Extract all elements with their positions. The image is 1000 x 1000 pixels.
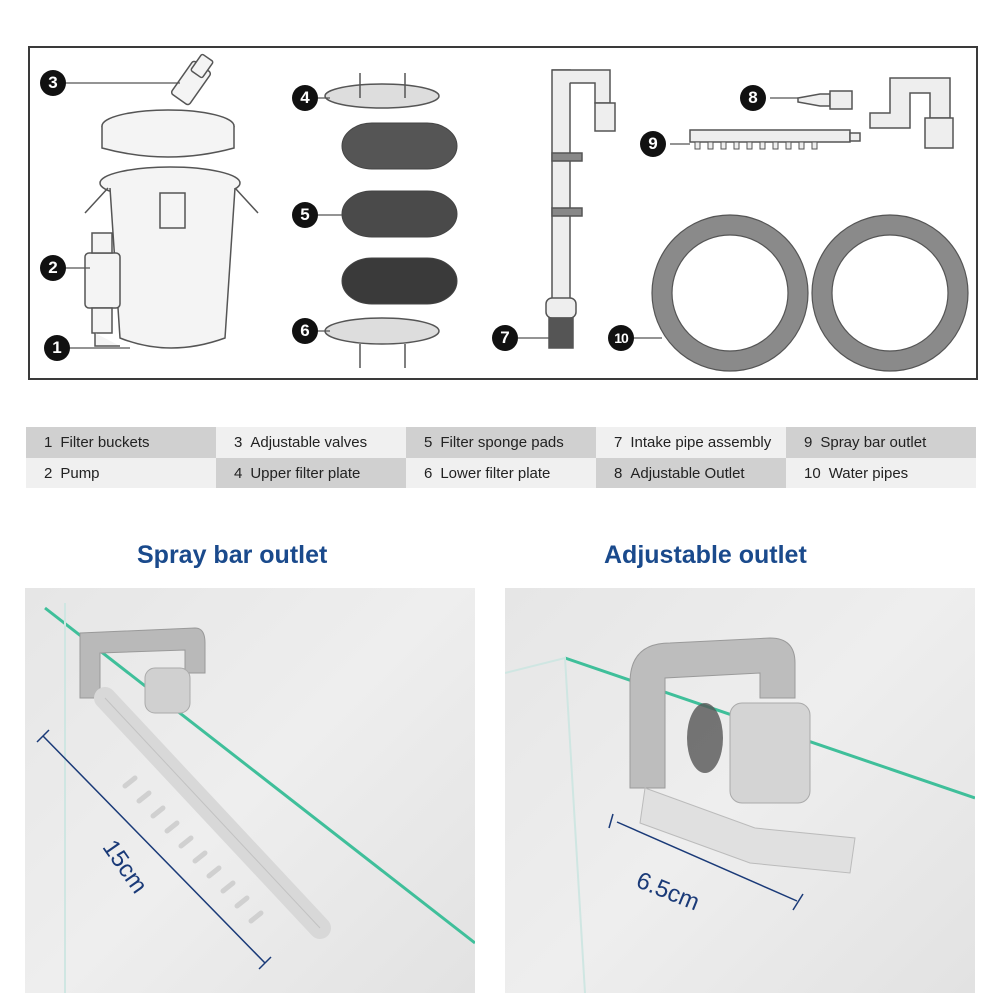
legend-number: 6: [424, 464, 433, 482]
callout-1: 1: [44, 335, 70, 361]
callout-10: 10: [608, 325, 634, 351]
callout-2: 2: [40, 255, 66, 281]
legend-label: Filter sponge pads: [440, 434, 564, 451]
legend-label: Intake pipe assembly: [630, 434, 772, 451]
legend-cell: 9 Spray bar outlet: [786, 427, 976, 458]
parts-diagram: 3 2 1 4 5 6 7 8 9 10: [28, 46, 978, 380]
callout-7: 7: [492, 325, 518, 351]
parts-legend-table: 1 Filter buckets 3 Adjustable valves 5 Filt…: [26, 427, 976, 488]
legend-label: Pump: [60, 464, 100, 482]
adjustable-valve-drawing: [170, 53, 214, 106]
legend-cell: 8 Adjustable Outlet: [596, 458, 786, 488]
legend-cell: 5 Filter sponge pads: [406, 427, 596, 458]
callout-4: 4: [292, 85, 318, 111]
glass-edge: [44, 606, 475, 945]
legend-number: 10: [804, 464, 821, 482]
lower-filter-plate-drawing: [324, 317, 440, 368]
pump-drawing: [84, 252, 121, 309]
outlet-nozzle: [639, 787, 856, 874]
adjustable-outlet-photo: 6.5cm: [505, 588, 975, 993]
water-pipes-drawing: [652, 215, 968, 371]
spray-bar-drawing: [689, 129, 861, 143]
legend-number: 4: [234, 464, 243, 482]
legend-cell: 4 Upper filter plate: [216, 458, 406, 488]
outlet-elbow-drawing: [869, 77, 954, 149]
legend-cell: 7 Intake pipe assembly: [596, 427, 786, 458]
adjustable-outlet-photo-illustration: [505, 637, 975, 993]
spray-bar-holes: [694, 141, 818, 150]
legend-cell: 1 Filter buckets: [26, 427, 216, 458]
callout-5: 5: [292, 202, 318, 228]
spray-bar-heading: Spray bar outlet: [137, 541, 328, 569]
legend-label: Adjustable valves: [250, 434, 368, 451]
legend-label: Water pipes: [828, 464, 909, 482]
adjustable-outlet-drawing: [797, 90, 853, 110]
legend-cell: 6 Lower filter plate: [406, 458, 596, 488]
legend-number: 7: [614, 434, 623, 451]
spray-bar-photo: 15cm: [25, 588, 475, 993]
legend-number: 5: [424, 434, 433, 451]
legend-cell: 3 Adjustable valves: [216, 427, 406, 458]
outlet-elbow: [629, 637, 796, 789]
parts-illustration: [60, 53, 969, 372]
callout-9: 9: [640, 131, 666, 157]
legend-cell: 2 Pump: [26, 458, 216, 488]
legend-label: Adjustable Outlet: [630, 464, 745, 482]
spray-bar-photo-illustration: [36, 603, 475, 993]
legend-number: 9: [804, 434, 813, 451]
callout-3: 3: [40, 70, 66, 96]
spray-bar-nozzles: [122, 775, 264, 924]
legend-label: Lower filter plate: [440, 464, 551, 482]
legend-number: 3: [234, 434, 243, 451]
legend-cell: 10 Water pipes: [786, 458, 976, 488]
adjustable-outlet-heading: Adjustable outlet: [604, 541, 807, 569]
legend-number: 2: [44, 464, 53, 482]
upper-filter-plate-drawing: [324, 73, 440, 109]
legend-label: Upper filter plate: [250, 464, 361, 482]
spray-bar-elbow: [79, 627, 206, 699]
sponge-pads-drawing: [341, 122, 458, 305]
legend-number: 8: [614, 464, 623, 482]
legend-label: Filter buckets: [60, 434, 150, 451]
intake-pipe-drawing: [545, 69, 616, 349]
callout-6: 6: [292, 318, 318, 344]
callout-8: 8: [740, 85, 766, 111]
dimension-line: [36, 729, 272, 970]
legend-number: 1: [44, 434, 53, 451]
legend-label: Spray bar outlet: [820, 434, 927, 451]
dimension-line: [608, 813, 804, 911]
